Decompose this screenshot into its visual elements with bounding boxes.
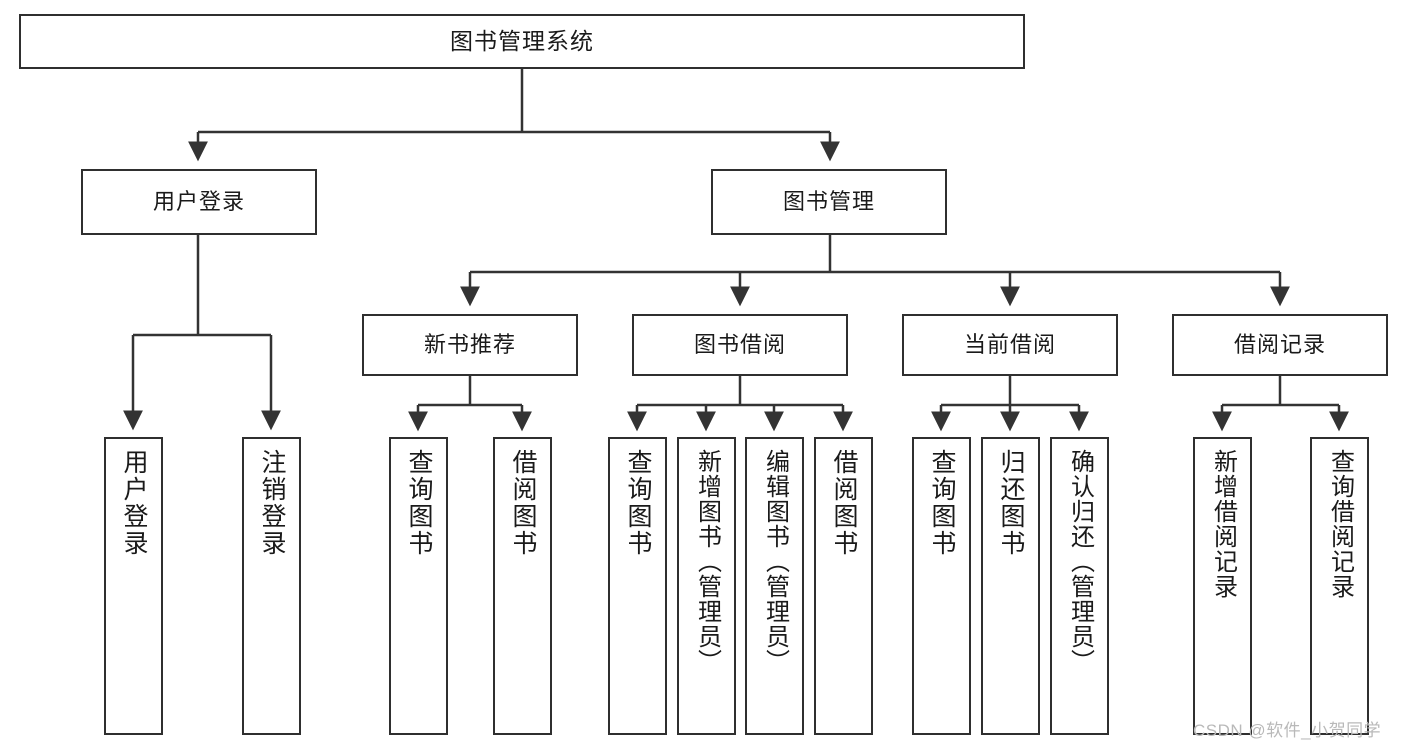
node-label: 查询图书 bbox=[624, 449, 652, 557]
leaf-query-book-borrow[interactable]: 查询图书 bbox=[608, 437, 667, 735]
leaf-return-book[interactable]: 归还图书 bbox=[981, 437, 1040, 735]
node-label: 查询图书 bbox=[928, 449, 956, 557]
leaf-borrow-book-newbook[interactable]: 借阅图书 bbox=[493, 437, 552, 735]
node-label: 新增借阅记录 bbox=[1209, 449, 1237, 599]
leaf-user-login[interactable]: 用户登录 bbox=[104, 437, 163, 735]
node-label: 当前借阅 bbox=[963, 332, 1056, 358]
node-book-borrowing[interactable]: 图书借阅 bbox=[632, 314, 848, 376]
node-label: 图书管理系统 bbox=[450, 27, 594, 54]
node-label: 用户登录 bbox=[120, 449, 148, 557]
node-label: 用户登录 bbox=[152, 189, 245, 215]
node-label: 新书推荐 bbox=[423, 332, 516, 358]
node-current-borrowing[interactable]: 当前借阅 bbox=[902, 314, 1118, 376]
node-label: 编辑图书（管理员） bbox=[761, 449, 789, 674]
leaf-edit-book-admin[interactable]: 编辑图书（管理员） bbox=[745, 437, 804, 735]
node-label: 图书管理 bbox=[782, 189, 875, 215]
node-label: 查询借阅记录 bbox=[1326, 449, 1354, 599]
leaf-query-borrow-record[interactable]: 查询借阅记录 bbox=[1310, 437, 1369, 735]
node-label: 查询图书 bbox=[405, 449, 433, 557]
leaf-logout[interactable]: 注销登录 bbox=[242, 437, 301, 735]
leaf-add-borrow-record[interactable]: 新增借阅记录 bbox=[1193, 437, 1252, 735]
watermark-text: CSDN @软件_小贺同学 bbox=[1193, 721, 1382, 740]
node-book-management[interactable]: 图书管理 bbox=[711, 169, 947, 235]
leaf-add-book-admin[interactable]: 新增图书（管理员） bbox=[677, 437, 736, 735]
node-label: 注销登录 bbox=[258, 449, 286, 557]
leaf-query-book-newbook[interactable]: 查询图书 bbox=[389, 437, 448, 735]
node-label: 新增图书（管理员） bbox=[693, 449, 721, 674]
node-label: 借阅记录 bbox=[1233, 332, 1326, 358]
node-label: 归还图书 bbox=[997, 449, 1025, 557]
node-root-book-management-system[interactable]: 图书管理系统 bbox=[19, 14, 1025, 69]
node-new-book-recommendation[interactable]: 新书推荐 bbox=[362, 314, 578, 376]
node-label: 确认归还（管理员） bbox=[1066, 449, 1094, 674]
leaf-confirm-return-admin[interactable]: 确认归还（管理员） bbox=[1050, 437, 1109, 735]
leaf-borrow-book[interactable]: 借阅图书 bbox=[814, 437, 873, 735]
node-user-login[interactable]: 用户登录 bbox=[81, 169, 317, 235]
node-label: 借阅图书 bbox=[830, 449, 858, 557]
node-label: 图书借阅 bbox=[693, 332, 786, 358]
node-label: 借阅图书 bbox=[509, 449, 537, 557]
leaf-query-book-current[interactable]: 查询图书 bbox=[912, 437, 971, 735]
node-borrow-records[interactable]: 借阅记录 bbox=[1172, 314, 1388, 376]
